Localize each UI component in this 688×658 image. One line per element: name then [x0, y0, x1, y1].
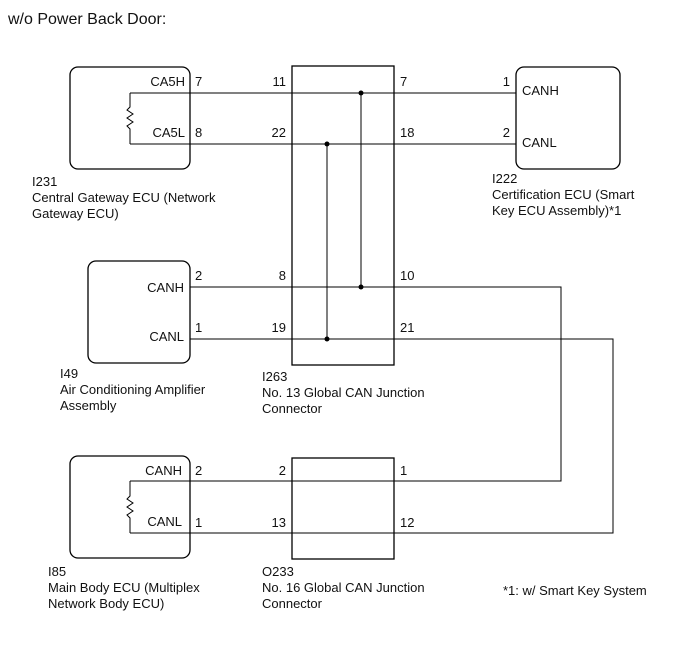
aircon-name-line2: Assembly — [60, 398, 117, 413]
jc13-pin-11: 11 — [273, 74, 287, 89]
jc16-pin-1: 1 — [400, 463, 407, 478]
jc16-name-line2: Connector — [262, 596, 323, 611]
gateway-term-canl: CA5L — [152, 125, 185, 140]
jc13-pin-7: 7 — [400, 74, 407, 89]
jc13-pin-8: 8 — [279, 268, 286, 283]
gateway-name-line2: Gateway ECU) — [32, 206, 119, 221]
wire-jc13-21-to-jc16-12 — [394, 338, 614, 534]
splice-dot-canl-bottom — [324, 336, 330, 342]
cert-pin-canh: 1 — [503, 74, 510, 89]
cert-name-line2: Key ECU Assembly)*1 — [492, 203, 621, 218]
termination-resistor-icon — [126, 93, 134, 144]
aircon-pin-canh: 2 — [195, 268, 202, 283]
mainbody-pin-canh: 2 — [195, 463, 202, 478]
mainbody-code: I85 — [48, 564, 66, 579]
aircon-term-canl: CANL — [149, 329, 184, 344]
component-gateway-ecu: CA5H CA5L 7 8 I231 Central Gateway ECU (… — [32, 66, 216, 221]
mainbody-term-canl: CANL — [147, 514, 182, 529]
cert-pin-canl: 2 — [503, 125, 510, 140]
jc13-box — [291, 65, 395, 366]
termination-resistor-icon — [126, 481, 134, 533]
jc13-pin-18: 18 — [400, 125, 414, 140]
cert-name-line1: Certification ECU (Smart — [492, 187, 635, 202]
jc16-pin-2: 2 — [279, 463, 286, 478]
jc16-pin-13: 13 — [272, 515, 286, 530]
jc16-box — [291, 457, 395, 560]
aircon-code: I49 — [60, 366, 78, 381]
jc13-code: I263 — [262, 369, 287, 384]
component-certification-ecu: CANH CANL 1 2 I222 Certification ECU (Sm… — [492, 66, 635, 218]
jc13-name-line2: Connector — [262, 401, 323, 416]
jc13-pin-21: 21 — [400, 320, 414, 335]
component-main-body-ecu: CANH CANL 2 1 I85 Main Body ECU (Multipl… — [48, 455, 202, 611]
cert-term-canl: CANL — [522, 135, 557, 150]
jc13-name-line1: No. 13 Global CAN Junction — [262, 385, 425, 400]
wire-jc13-10-to-jc16-1 — [394, 286, 562, 482]
gateway-term-canh: CA5H — [150, 74, 185, 89]
cert-ecu-box — [515, 66, 621, 170]
splice-dot-canh-bottom — [358, 284, 364, 290]
gateway-pin-canl: 8 — [195, 125, 202, 140]
aircon-box — [87, 260, 191, 364]
aircon-name-line1: Air Conditioning Amplifier — [60, 382, 206, 397]
jc16-name-line1: No. 16 Global CAN Junction — [262, 580, 425, 595]
diagram-title: w/o Power Back Door: — [7, 11, 166, 28]
jc13-pin-10: 10 — [400, 268, 414, 283]
aircon-pin-canl: 1 — [195, 320, 202, 335]
cert-term-canh: CANH — [522, 83, 559, 98]
component-aircon-amplifier: CANH CANL 2 1 I49 Air Conditioning Ampli… — [60, 260, 206, 413]
footnote: *1: w/ Smart Key System — [503, 583, 647, 598]
aircon-term-canh: CANH — [147, 280, 184, 295]
splice-dot-canh-top — [358, 90, 364, 96]
jc13-pin-19: 19 — [272, 320, 286, 335]
splice-dot-canl-top — [324, 141, 330, 147]
component-jc13: 11 22 8 19 7 18 10 21 I263 No. 13 Global… — [262, 74, 425, 416]
jc16-code: O233 — [262, 564, 294, 579]
gateway-pin-canh: 7 — [195, 74, 202, 89]
component-jc16: 2 13 1 12 O233 No. 16 Global CAN Junctio… — [262, 463, 425, 611]
mainbody-term-canh: CANH — [145, 463, 182, 478]
jc16-pin-12: 12 — [400, 515, 414, 530]
mainbody-name-line2: Network Body ECU) — [48, 596, 164, 611]
wires — [190, 92, 614, 534]
cert-code: I222 — [492, 171, 517, 186]
gateway-code: I231 — [32, 174, 57, 189]
jc13-pin-22: 22 — [272, 125, 286, 140]
mainbody-pin-canl: 1 — [195, 515, 202, 530]
mainbody-name-line1: Main Body ECU (Multiplex — [48, 580, 200, 595]
gateway-name-line1: Central Gateway ECU (Network — [32, 190, 216, 205]
